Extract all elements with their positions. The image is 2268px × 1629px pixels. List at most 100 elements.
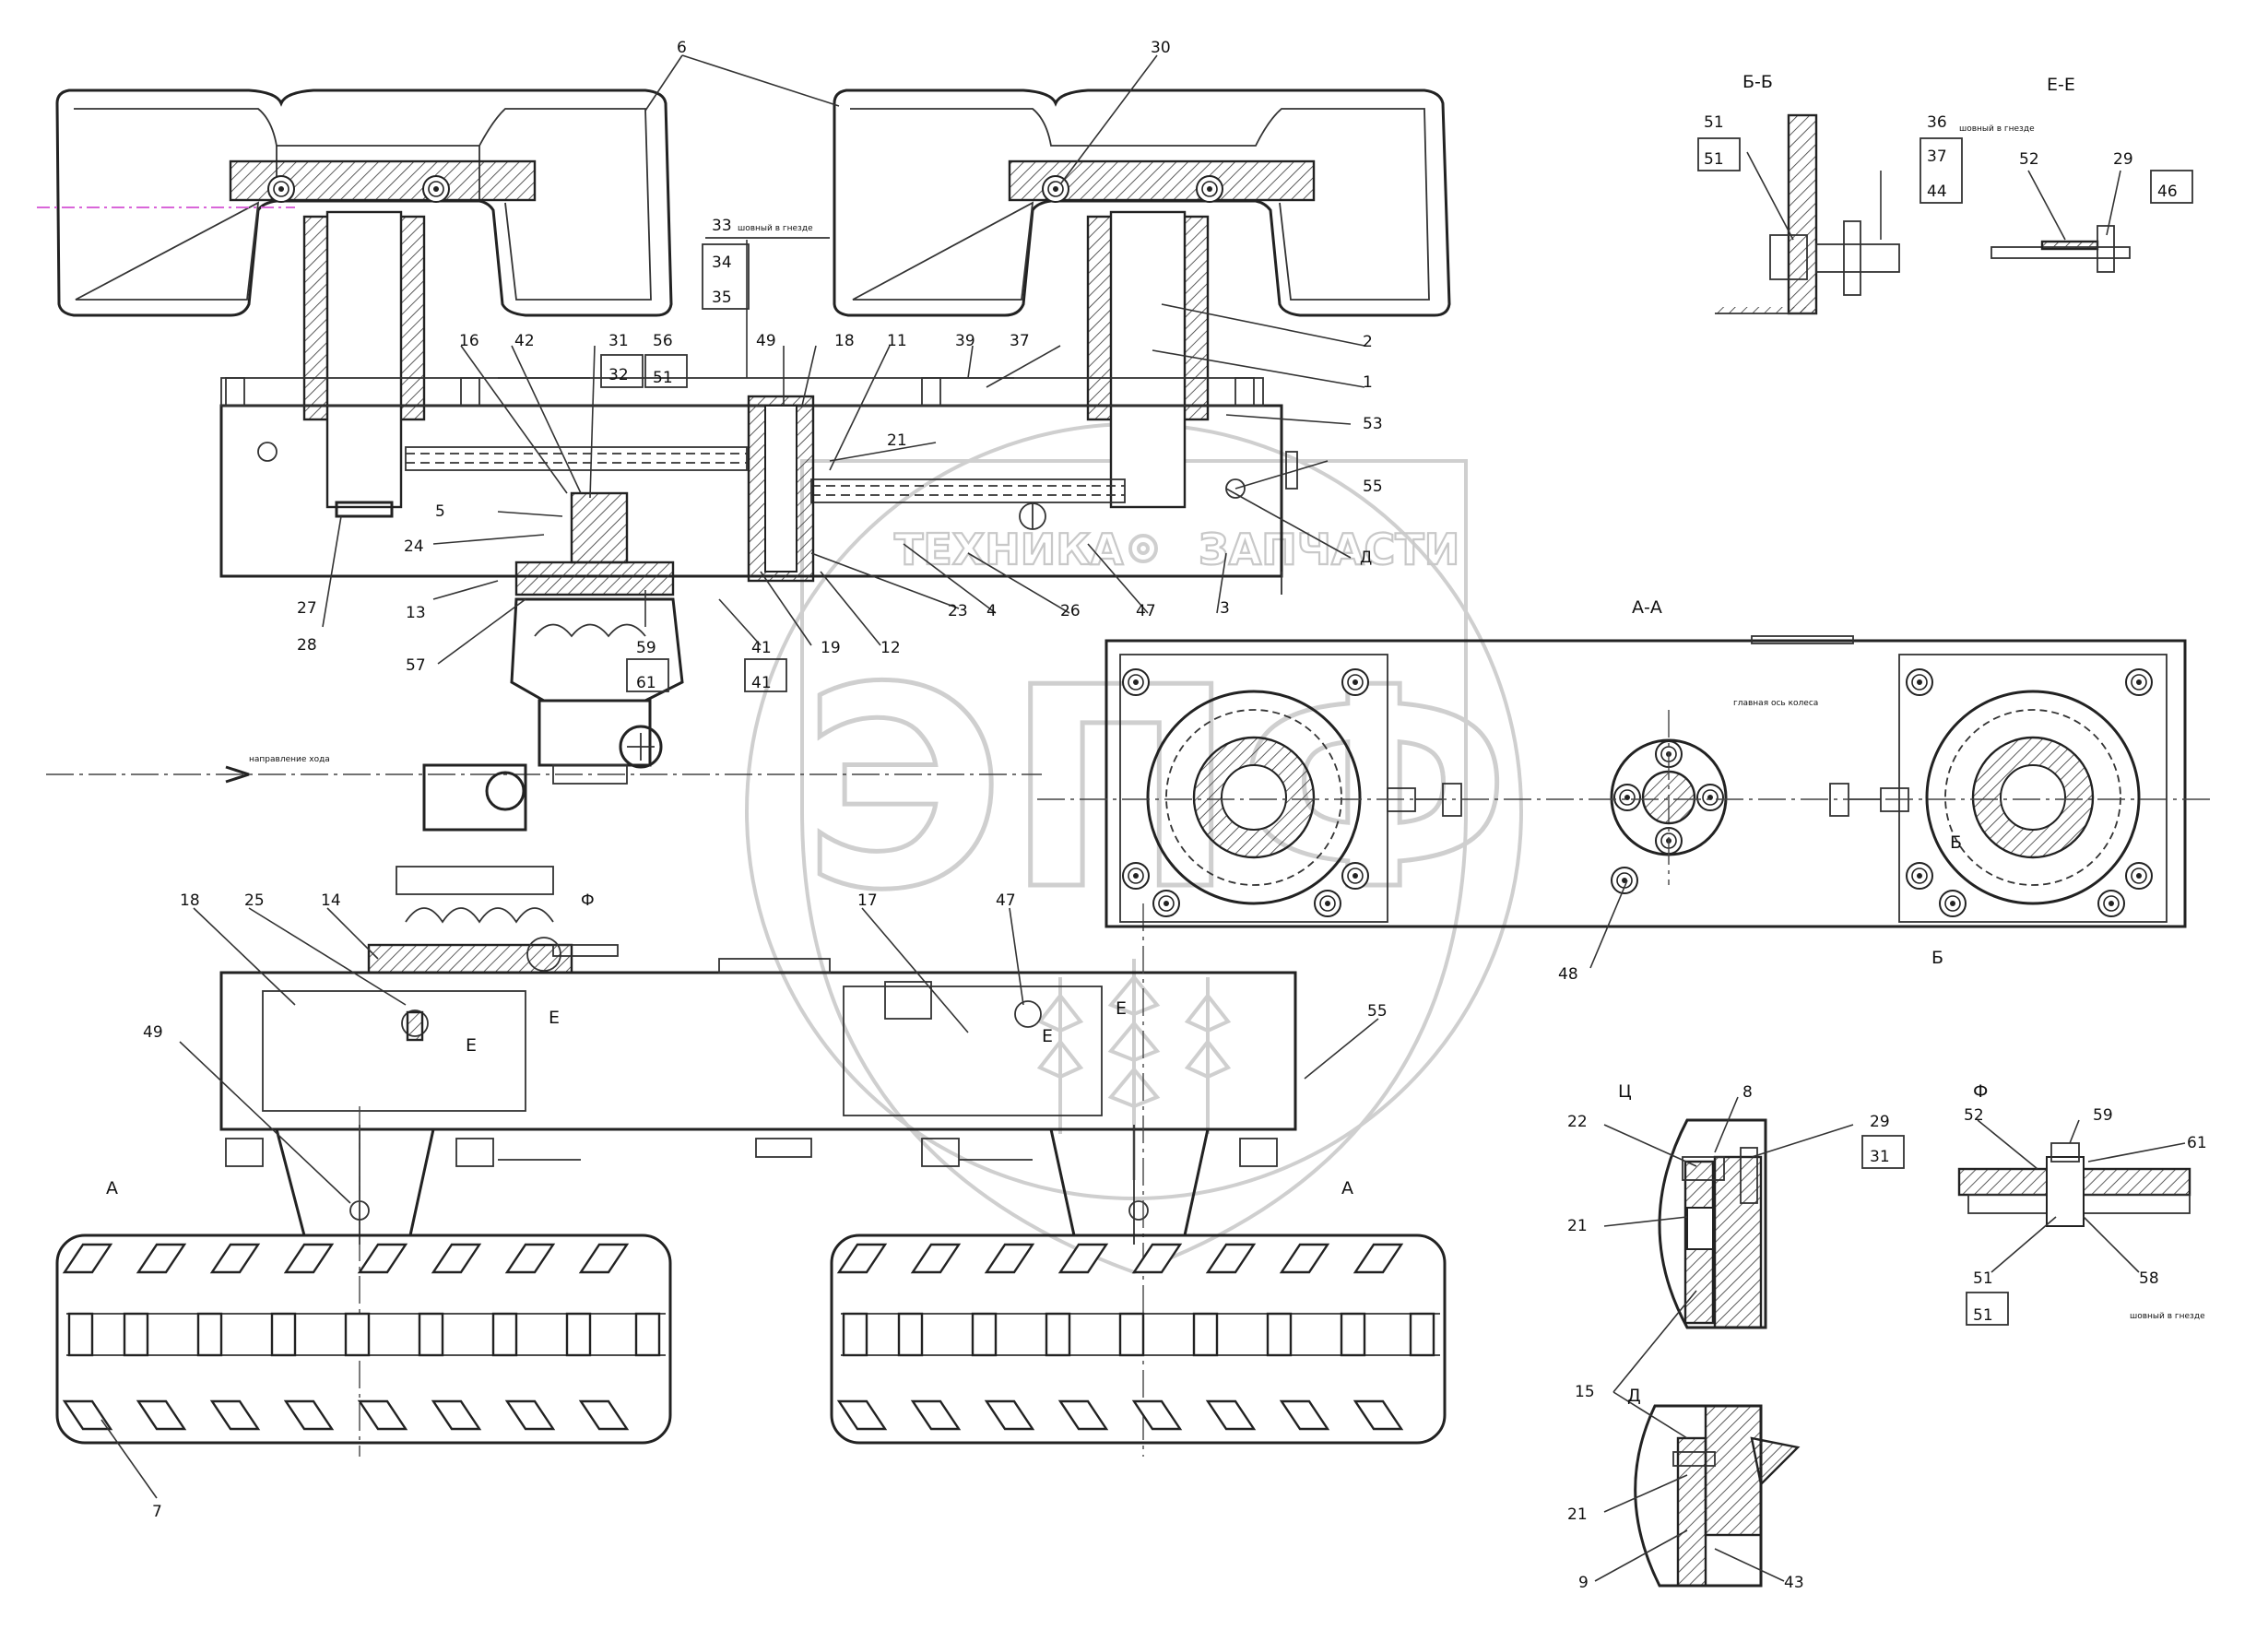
callout: 51 (1973, 1306, 1993, 1325)
callout: 2 (1363, 333, 1373, 351)
top-right-tire (833, 89, 1451, 317)
callout: Ф (581, 891, 595, 910)
detail-ts-title: Ц (1618, 1081, 1632, 1102)
callout: 18 (180, 891, 200, 910)
section-ee-title: Е-Е (2047, 75, 2075, 95)
callout: 55 (1367, 1002, 1388, 1021)
callout: 51 (1704, 150, 1724, 169)
callouts-details: 51 51 36 37 44 52 29 46 22 8 29 31 21 15… (1567, 113, 2207, 1592)
callout: 47 (1136, 602, 1156, 620)
callout: 19 (821, 639, 841, 657)
callout: 29 (1870, 1113, 1890, 1131)
watermark-text-2: ЗАПЧАСТИ (1199, 525, 1459, 574)
callout: 21 (887, 431, 907, 450)
center-note: главная ось колеса (1733, 699, 1818, 708)
section-mark-a-left: А (106, 1178, 118, 1198)
section-mark-e3: Е (1042, 1026, 1053, 1046)
callout: 1 (1363, 373, 1373, 392)
section-mark-e2: Е (549, 1008, 560, 1028)
callout: 53 (1363, 415, 1383, 433)
callout: 27 (297, 599, 317, 618)
gear-icon (1128, 534, 1158, 563)
callout: 59 (636, 639, 656, 657)
callout: 51 (1704, 113, 1724, 132)
callout: 31 (1870, 1148, 1890, 1166)
top-axle-housing (219, 210, 1298, 785)
callout: 41 (751, 639, 772, 657)
callout: 52 (2019, 150, 2039, 169)
callout: 4 (986, 602, 997, 620)
callout: 57 (406, 656, 426, 675)
callout: 13 (406, 604, 426, 622)
callout: 14 (321, 891, 341, 910)
detail-f (1957, 1142, 2191, 1227)
callout: 61 (636, 674, 656, 692)
callout: Д (1360, 549, 1372, 567)
callout: 41 (751, 674, 772, 692)
callout: 21 (1567, 1217, 1588, 1235)
callout: 47 (996, 891, 1016, 910)
callout: 51 (1973, 1269, 1993, 1288)
section-mark-b: Б (1950, 832, 1962, 853)
callout: 29 (2113, 150, 2133, 169)
bottom-view (219, 763, 1297, 1457)
callout: 31 (608, 332, 629, 350)
callout: 56 (653, 332, 673, 350)
callout: 3 (1220, 599, 1230, 618)
direction-note: направление хода (249, 755, 330, 764)
bottom-left-tire (55, 1234, 672, 1445)
callout: 37 (1927, 148, 1947, 166)
callout: 42 (514, 332, 535, 350)
detail-d-title: Д (1627, 1386, 1641, 1406)
callout: 37 (1010, 332, 1030, 350)
section-mark-b2: Б (1931, 948, 1943, 968)
callout: 15 (1575, 1383, 1595, 1401)
detail-f-title: Ф (1973, 1081, 1988, 1102)
notes: шовный в гнезде шовный в гнезде шовный в… (738, 124, 2205, 1321)
detail-ee (1990, 225, 2131, 273)
bottom-right-tire (830, 1234, 1447, 1445)
callout: 46 (2157, 183, 2178, 201)
top-left-tire (55, 89, 673, 317)
callout: 59 (2093, 1106, 2113, 1125)
callout: 32 (608, 366, 629, 384)
section-titles: Б-Б Е-Е А-А Ц Ф Д А А Б Б Е Е Е Е (106, 72, 2075, 1406)
callout: 18 (834, 332, 855, 350)
callout: 24 (404, 537, 424, 556)
callout: 49 (756, 332, 776, 350)
callout: 39 (955, 332, 975, 350)
detail-d (1634, 1404, 1801, 1588)
callout: 7 (152, 1503, 162, 1521)
callout: 33 (712, 217, 732, 235)
detail-bb (1715, 113, 1900, 315)
note-36: шовный в гнезде (1959, 124, 2035, 134)
callout: 21 (1567, 1505, 1588, 1524)
direction-arrow-icon (225, 765, 250, 784)
callout: 51 (653, 369, 673, 387)
callout: 12 (880, 639, 901, 657)
section-mark-a-right: А (1341, 1178, 1353, 1198)
callouts-top: 6 30 33 34 35 56 51 49 18 11 39 37 16 42… (297, 39, 1383, 692)
callout: 28 (297, 636, 317, 655)
note-33: шовный в гнезде (738, 224, 813, 233)
section-aa-title: А-А (1632, 597, 1662, 618)
callout: 49 (143, 1023, 163, 1042)
callout: 22 (1567, 1113, 1588, 1131)
callout: 16 (459, 332, 479, 350)
note-58: шовный в гнезде (2130, 1312, 2205, 1321)
section-mark-e1: Е (466, 1035, 477, 1056)
callout-boxes (600, 137, 2193, 1326)
callout: 6 (677, 39, 687, 57)
wheat-icon (1036, 959, 1232, 1180)
callouts-bottom: 18 25 14 Ф 17 47 49 55 7 48 (143, 891, 1578, 1521)
callout: 35 (712, 289, 732, 307)
callout: 43 (1784, 1574, 1804, 1592)
callout: 9 (1578, 1574, 1589, 1592)
callout: 8 (1742, 1083, 1753, 1102)
callout: 52 (1964, 1106, 1984, 1125)
section-bb-title: Б-Б (1742, 72, 1773, 92)
leader-lines (100, 54, 2186, 1582)
section-mark-e4: Е (1116, 998, 1127, 1019)
detail-ts (1658, 1118, 1767, 1329)
